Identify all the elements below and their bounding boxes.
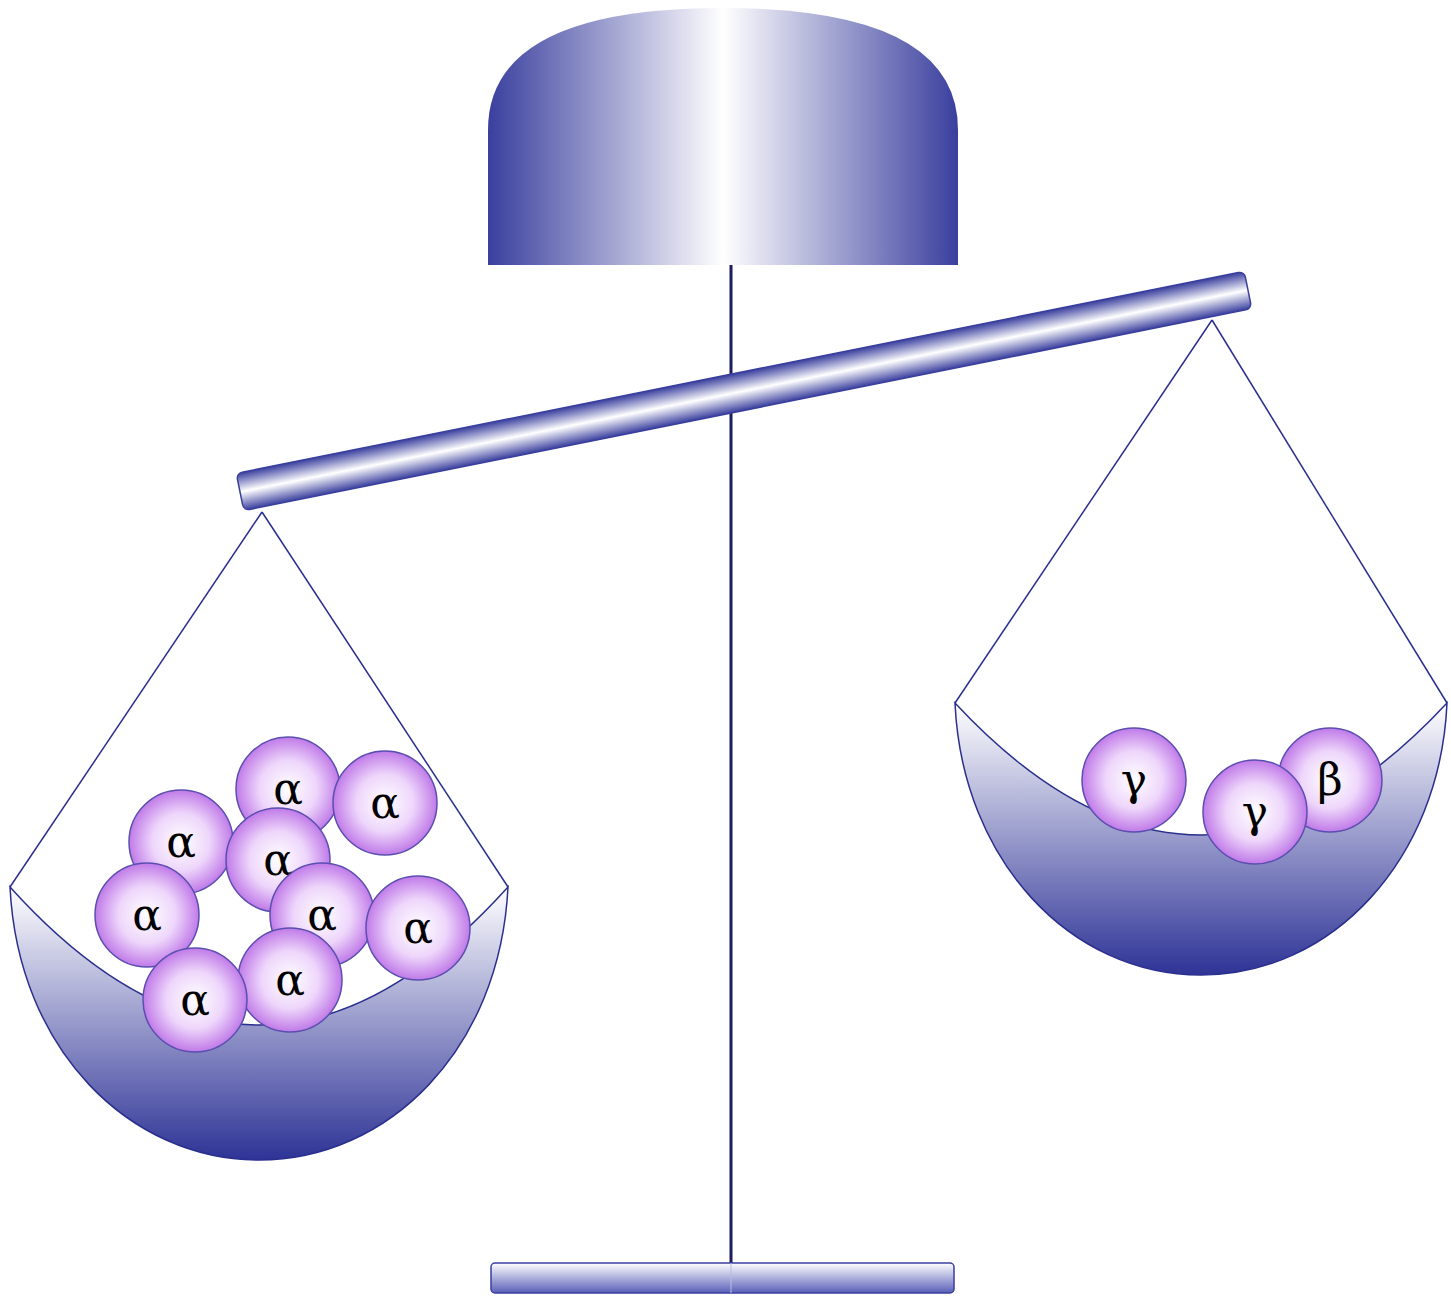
particle-label: α <box>132 893 162 937</box>
particle-label: γ <box>1242 790 1268 834</box>
scale-dome <box>488 8 958 265</box>
particle-sphere: α <box>237 927 343 1033</box>
particle-sphere: α <box>332 750 438 856</box>
particle-label: α <box>273 767 303 811</box>
particle-label: α <box>180 978 210 1022</box>
particle-sphere: α <box>142 947 248 1053</box>
particle-label: γ <box>1121 758 1147 802</box>
particle-label: α <box>307 893 337 937</box>
particle-label: α <box>370 781 400 825</box>
particle-sphere: α <box>365 875 471 981</box>
particle-label: α <box>275 958 305 1002</box>
base-seam <box>731 1263 732 1293</box>
particle-label: α <box>166 820 196 864</box>
particle-label: β <box>1317 758 1342 802</box>
scale-beam <box>236 271 1251 510</box>
particle-sphere: γ <box>1081 727 1187 833</box>
pan-strings <box>10 320 1447 887</box>
scale-base <box>491 1263 954 1293</box>
particle-label: α <box>403 906 433 950</box>
particle-sphere: γ <box>1202 759 1308 865</box>
scale-pole <box>730 265 733 1265</box>
right-pan <box>955 703 1447 975</box>
